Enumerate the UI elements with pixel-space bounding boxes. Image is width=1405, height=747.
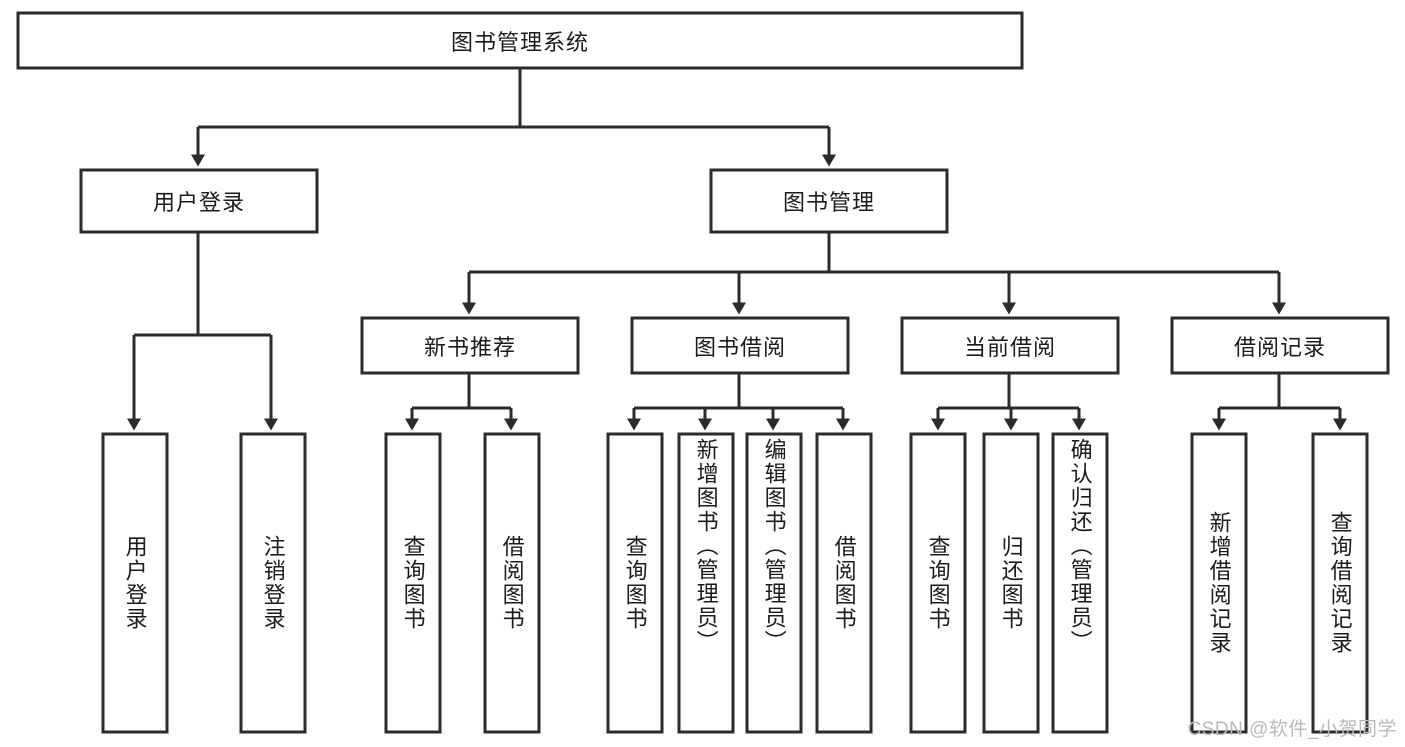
node-box-book-borrow[interactable]: [630, 316, 850, 375]
node-box-leaf-borrow-book-2[interactable]: [815, 432, 873, 734]
node-box-new-book-recommend[interactable]: [360, 316, 580, 375]
node-box-borrow-record[interactable]: [1170, 316, 1390, 375]
node-box-leaf-logout[interactable]: [239, 432, 307, 734]
node-box-leaf-confirm-return[interactable]: [1051, 432, 1109, 734]
connectors-borrow-record-children: [1212, 373, 1347, 431]
node-box-leaf-query-book-1[interactable]: [384, 432, 442, 734]
connectors-book-mgmt-children: [462, 232, 1286, 315]
node-box-current-borrow[interactable]: [900, 316, 1120, 375]
node-box-leaf-return-book[interactable]: [982, 432, 1040, 734]
node-box-leaf-query-book-2[interactable]: [606, 432, 664, 734]
connectors-root-to-level2: [191, 68, 836, 167]
connectors-book-borrow-children: [627, 373, 850, 431]
node-box-leaf-user-login[interactable]: [101, 432, 169, 734]
node-box-book-management[interactable]: [709, 168, 949, 234]
node-box-leaf-borrow-book-1[interactable]: [483, 432, 541, 734]
node-box-leaf-edit-book[interactable]: [745, 432, 803, 734]
connectors-user-login-children: [127, 232, 278, 431]
node-box-leaf-query-borrow-record[interactable]: [1311, 432, 1369, 734]
connectors-new-book-rec-children: [405, 373, 518, 431]
node-box-leaf-query-book-3[interactable]: [909, 432, 967, 734]
node-box-leaf-add-book[interactable]: [677, 432, 735, 734]
node-box-leaf-add-borrow-record[interactable]: [1190, 432, 1248, 734]
node-box-root[interactable]: [16, 11, 1024, 70]
node-box-user-login[interactable]: [79, 168, 319, 234]
connectors-current-borrow-children: [931, 373, 1086, 431]
